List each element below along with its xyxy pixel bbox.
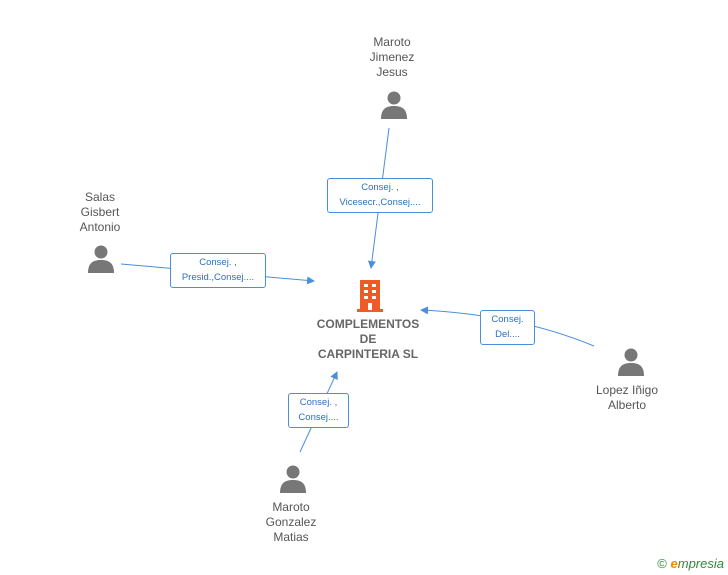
person-name-line: Salas	[84, 190, 116, 204]
person-icon	[381, 91, 407, 119]
person-name[interactable]: Lopez Iñigo Alberto	[567, 383, 687, 413]
person-name-line: Gonzalez	[265, 515, 317, 529]
person-name-line: Alberto	[607, 398, 647, 412]
company-name[interactable]: COMPLEMENTOS DE CARPINTERIA SL	[293, 317, 443, 362]
person-name-line: Maroto	[373, 35, 411, 49]
person-name-line: Lopez Iñigo	[595, 383, 659, 397]
relation-label-lopez-inigo[interactable]: Consej. Del....	[480, 310, 535, 345]
person-icon	[88, 245, 114, 273]
relation-label-salas-gisbert[interactable]: Consej. , Presid.,Consej....	[170, 253, 266, 288]
building-icon	[357, 280, 383, 312]
relation-role-line: Del....	[495, 329, 520, 340]
copyright-symbol: ©	[657, 556, 667, 571]
person-icon	[618, 348, 644, 376]
relation-role-line: Presid.,Consej....	[181, 272, 255, 283]
company-name-line: CARPINTERIA SL	[317, 347, 419, 361]
person-name-line: Jesus	[376, 65, 408, 79]
relation-role-line: Consej. ,	[361, 182, 399, 193]
brand-logo-text: mpresia	[677, 556, 724, 571]
relation-role-line: Consej....	[298, 412, 339, 423]
brand-watermark: © empresia	[657, 556, 724, 571]
person-name-line: Maroto	[272, 500, 310, 514]
person-name-line: Jimenez	[369, 50, 415, 64]
relation-role-line: Vicesecr.,Consej....	[339, 197, 421, 208]
relation-label-maroto-jimenez[interactable]: Consej. , Vicesecr.,Consej....	[327, 178, 433, 213]
person-icon	[280, 465, 306, 493]
relation-role-line: Consej. ,	[199, 257, 237, 268]
relation-role-line: Consej.	[491, 314, 524, 325]
person-name-line: Antonio	[79, 220, 121, 234]
person-name[interactable]: Maroto Gonzalez Matias	[231, 500, 351, 545]
relation-label-maroto-gonzalez[interactable]: Consej. , Consej....	[288, 393, 349, 428]
person-name[interactable]: Salas Gisbert Antonio	[40, 190, 160, 235]
relation-role-line: Consej. ,	[299, 397, 338, 408]
person-name-line: Matias	[273, 530, 309, 544]
person-name-line: Gisbert	[80, 205, 120, 219]
company-name-line: COMPLEMENTOS	[316, 317, 420, 331]
brand-logo-e: e	[670, 556, 678, 571]
company-name-line: DE	[359, 332, 377, 346]
person-name[interactable]: Maroto Jimenez Jesus	[332, 35, 452, 80]
